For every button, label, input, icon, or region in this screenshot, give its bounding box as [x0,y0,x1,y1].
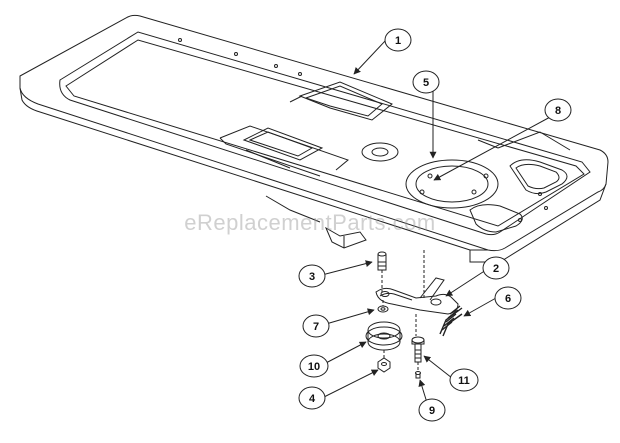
callout-10-label: 10 [308,361,320,373]
callout-9: 9 [418,398,446,422]
callout-1-label: 1 [395,35,401,47]
callout-4-label: 4 [309,393,316,405]
callout-5-label: 5 [423,77,429,89]
retainer-clip [415,362,421,379]
callout-2-label: 2 [493,263,499,275]
callout-7: 7 [302,314,330,338]
deck-frame [19,14,609,263]
callout-7-label: 7 [313,321,319,333]
idler-arm [375,250,459,336]
callout-8-label: 8 [555,105,561,117]
nut [377,350,391,373]
callout-10: 10 [299,354,329,378]
callout-2: 2 [482,256,510,280]
callout-6-label: 6 [505,293,511,305]
callout-3-label: 3 [309,271,315,283]
washer [377,300,389,313]
callout-9-label: 9 [429,405,435,417]
callout-4: 4 [298,386,326,410]
callout-6: 6 [494,286,522,310]
callout-3: 3 [298,264,326,288]
callout-1: 1 [384,28,412,52]
callout-11-label: 11 [458,375,470,387]
bolt [377,251,387,292]
idler-pulley [365,321,403,351]
spring [439,305,463,337]
shoulder-bolt [411,336,425,363]
callout-5: 5 [412,70,440,94]
callout-11: 11 [449,368,479,392]
callout-8: 8 [544,98,572,122]
